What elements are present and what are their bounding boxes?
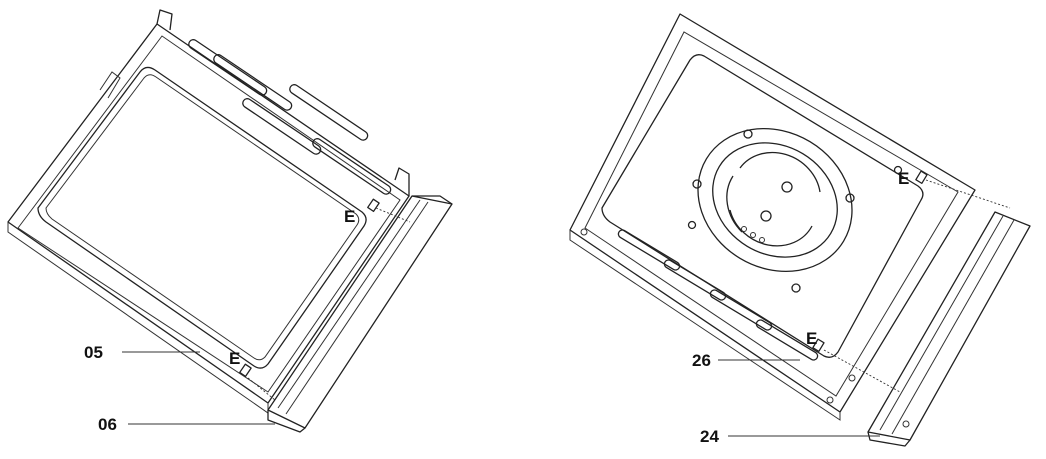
right-panel-assembly: E E 26 24 [569, 13, 1031, 447]
callout-05: 05 [84, 343, 103, 362]
fastener-mark-e: E [344, 207, 355, 226]
fastener-mark-e: E [806, 329, 817, 348]
callout-06: 06 [98, 415, 117, 434]
bracket-part-06 [267, 195, 453, 433]
callout-24: 24 [700, 427, 719, 446]
callout-26: 26 [692, 351, 711, 370]
fastener-path [925, 179, 1011, 209]
fastener-mark-e: E [229, 349, 240, 368]
left-panel-assembly: E E 05 06 [7, 9, 453, 434]
tray-part-05 [7, 9, 410, 414]
fastener-mark-e: E [898, 169, 909, 188]
bracket-part-24 [867, 211, 1031, 447]
fastener-path [247, 377, 276, 401]
tray-part-26 [569, 13, 976, 421]
fastener-path [823, 349, 901, 393]
